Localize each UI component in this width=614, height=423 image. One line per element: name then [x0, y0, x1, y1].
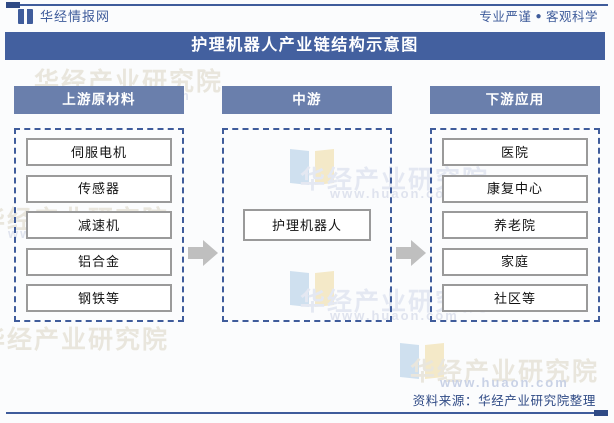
top-rule-cap — [6, 2, 20, 8]
node-item[interactable]: 传感器 — [26, 174, 172, 203]
node-label: 家庭 — [500, 254, 529, 269]
column-header-label: 下游应用 — [485, 92, 545, 108]
node-item[interactable]: 康复中心 — [442, 174, 588, 203]
node-label: 康复中心 — [486, 181, 543, 196]
node-item[interactable]: 养老院 — [442, 211, 588, 239]
node-item[interactable]: 家庭 — [442, 247, 588, 276]
brand-name: 华经情报网 — [40, 9, 111, 24]
column-midstream: 中游 护理机器人 — [222, 86, 392, 322]
node-label: 伺服电机 — [70, 144, 127, 160]
column-header-label: 上游原材料 — [62, 92, 136, 108]
node-label: 医院 — [500, 144, 529, 160]
bottom-divider-rule — [6, 410, 608, 416]
node-label: 铝合金 — [77, 254, 120, 269]
bottom-rule-cap — [594, 410, 608, 416]
slogan-left: 专业严谨 — [479, 10, 532, 24]
node-item[interactable]: 铝合金 — [26, 247, 172, 276]
node-label: 减速机 — [77, 217, 120, 233]
column-upstream: 上游原材料 伺服电机 传感器 减速机 铝合金 钢铁等 — [14, 86, 184, 322]
industry-chain-diagram: 上游原材料 伺服电机 传感器 减速机 铝合金 钢铁等 中游 护理机器人 — [0, 66, 614, 384]
page-title: 护理机器人产业链结构示意图 — [191, 37, 419, 54]
node-item[interactable]: 钢铁等 — [26, 284, 172, 312]
brand-logo-group[interactable]: 华经情报网 — [18, 9, 110, 24]
book-logo-left-page — [18, 9, 24, 24]
brand-bar: 华经情报网 专业严谨●客观科学 — [0, 8, 614, 30]
column-body-midstream: 护理机器人 — [222, 128, 392, 322]
top-divider-rule — [6, 2, 608, 8]
column-body-downstream: 医院 康复中心 养老院 家庭 社区等 — [430, 128, 600, 322]
node-label: 养老院 — [493, 217, 536, 233]
node-item[interactable]: 医院 — [442, 138, 588, 166]
arrow-right-icon — [188, 240, 218, 266]
node-item[interactable]: 减速机 — [26, 211, 172, 239]
column-header-midstream: 中游 — [222, 86, 392, 114]
arrow-shaft — [188, 247, 205, 259]
brand-slogan: 专业严谨●客观科学 — [479, 11, 598, 24]
node-item[interactable]: 社区等 — [442, 284, 588, 312]
chart-title-bar: 护理机器人产业链结构示意图 — [5, 32, 605, 60]
node-label: 传感器 — [77, 181, 120, 196]
arrow-head — [203, 240, 218, 266]
node-item[interactable]: 护理机器人 — [243, 209, 371, 241]
node-label: 社区等 — [493, 290, 536, 306]
node-label: 护理机器人 — [271, 217, 342, 233]
arrow-head — [411, 240, 426, 266]
column-header-downstream: 下游应用 — [430, 86, 600, 114]
column-header-label: 中游 — [292, 92, 322, 108]
slogan-right: 客观科学 — [545, 10, 598, 24]
column-body-upstream: 伺服电机 传感器 减速机 铝合金 钢铁等 — [14, 128, 184, 322]
column-header-upstream: 上游原材料 — [14, 86, 184, 114]
book-logo-icon — [18, 9, 33, 24]
node-item[interactable]: 伺服电机 — [26, 138, 172, 166]
book-logo-right-page — [27, 9, 33, 24]
column-downstream: 下游应用 医院 康复中心 养老院 家庭 社区等 — [430, 86, 600, 322]
source-note: 资料来源：华经产业研究院整理 — [412, 393, 596, 408]
slogan-separator-dot: ● — [535, 11, 542, 22]
arrow-right-icon — [396, 240, 426, 266]
node-label: 钢铁等 — [77, 290, 120, 306]
arrow-shaft — [396, 247, 413, 259]
